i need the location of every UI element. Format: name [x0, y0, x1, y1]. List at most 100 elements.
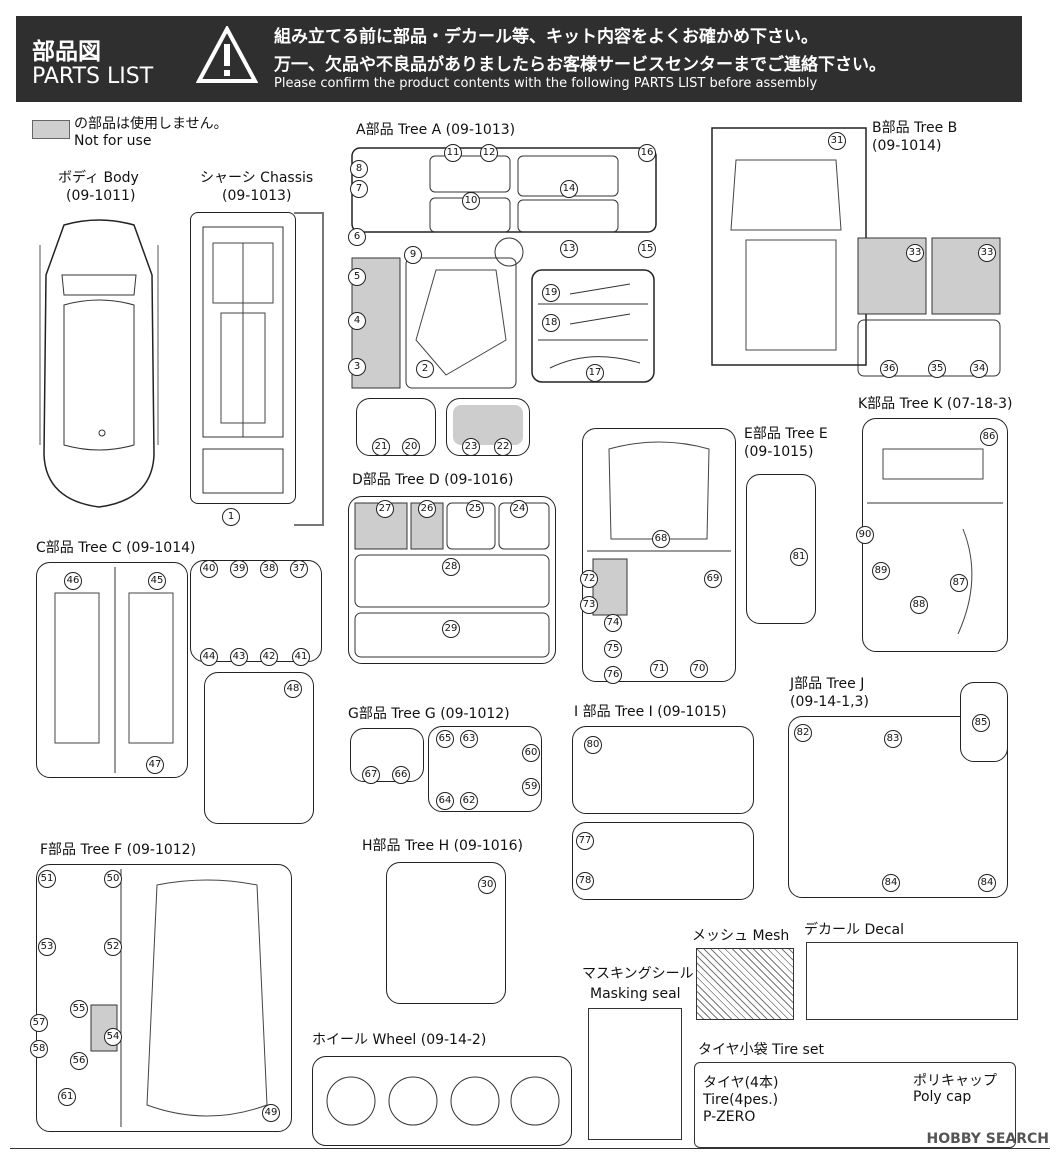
body-code: (09-1011): [66, 188, 136, 204]
part-number: 18: [542, 314, 560, 332]
treeI-sills: [572, 822, 754, 900]
part-number: 90: [856, 526, 874, 544]
part-number: 60: [522, 744, 540, 762]
part-number: 45: [148, 572, 166, 590]
part-number: 84: [978, 874, 996, 892]
part-number: 37: [290, 560, 308, 578]
title-jp: 部品図: [32, 39, 101, 65]
part-number: 70: [690, 660, 708, 678]
treeA-label: A部品 Tree A (09-1013): [356, 122, 516, 138]
watermark: HOBBY SEARCH: [926, 1131, 1049, 1147]
part-number: 12: [480, 144, 498, 162]
header-banner: 部品図 PARTS LIST 組み立てる前に部品・デカール等、キット内容をよくお…: [16, 16, 1022, 102]
part-number: 17: [586, 364, 604, 382]
part-number: 56: [70, 1052, 88, 1070]
cap-en: Poly cap: [913, 1089, 972, 1105]
part-number: 47: [146, 756, 164, 774]
part-number: 59: [522, 778, 540, 796]
part-number: 61: [58, 1088, 76, 1106]
part-number: 28: [442, 558, 460, 576]
notice-jp-1: 組み立てる前に部品・デカール等、キット内容をよくお確かめ下さい。: [274, 27, 818, 47]
tireset-label: タイヤ小袋 Tire set: [698, 1042, 824, 1058]
treeB-label: B部品 Tree B: [872, 120, 958, 136]
part-number: 88: [910, 596, 928, 614]
decal-label: デカール Decal: [804, 922, 905, 938]
part-number: 82: [794, 724, 812, 742]
part-number: 13: [560, 240, 578, 258]
treeE-label: E部品 Tree E: [744, 426, 828, 442]
wheel-frame: [312, 1056, 572, 1146]
part-number: 42: [260, 648, 278, 666]
part-number: 34: [970, 360, 988, 378]
part-number: 35: [928, 360, 946, 378]
chassis-label: シャーシ Chassis: [200, 170, 314, 186]
part-number: 76: [604, 666, 622, 684]
part-number: 30: [478, 876, 496, 894]
footer-divider: [10, 1148, 1050, 1160]
part-number: 50: [104, 870, 122, 888]
part-number: 80: [584, 736, 602, 754]
part-number: 49: [262, 1104, 280, 1122]
part-number: 15: [638, 240, 656, 258]
body-label: ボディ Body: [58, 170, 139, 186]
part-number: 10: [462, 192, 480, 210]
part-number: 52: [104, 938, 122, 956]
part-number: 86: [980, 428, 998, 446]
part-number: 75: [604, 640, 622, 658]
part-number: 25: [466, 500, 484, 518]
treeC-frame: [36, 562, 188, 778]
part-number: 84: [882, 874, 900, 892]
part-number: 74: [604, 614, 622, 632]
part-number: 9: [404, 246, 422, 264]
part-number: 57: [30, 1014, 48, 1032]
wheels-small-2: [446, 398, 530, 456]
part-number: 19: [542, 284, 560, 302]
part-number: 68: [652, 530, 670, 548]
masking-jp: マスキングシール: [582, 966, 694, 982]
treeJ-code: (09-14-1,3): [790, 694, 869, 710]
part-number: 29: [442, 620, 460, 638]
treeB-code: (09-1014): [872, 138, 942, 154]
tire-brand: P-ZERO: [703, 1109, 756, 1125]
part-number: 48: [284, 680, 302, 698]
part-number: 8: [350, 160, 368, 178]
treeI-label: I 部品 Tree I (09-1015): [574, 704, 727, 720]
part-number: 77: [576, 832, 594, 850]
part-number: 43: [230, 648, 248, 666]
warning-triangle-icon: [196, 26, 258, 84]
part-number: 51: [38, 870, 56, 888]
part-number: 83: [884, 730, 902, 748]
legend-swatch: [32, 120, 70, 139]
tire-en: Tire(4pes.): [703, 1092, 779, 1108]
treeK-label: K部品 Tree K (07-18-3): [858, 396, 1013, 412]
treeF-label: F部品 Tree F (09-1012): [40, 842, 197, 858]
part-number: 63: [460, 730, 478, 748]
part-number: 6: [348, 228, 366, 246]
tireset-frame: タイヤ(4本) Tire(4pes.) P-ZERO ポリキャップ Poly c…: [694, 1062, 1016, 1148]
treeD-frame: [348, 496, 556, 664]
part-number: 16: [638, 144, 656, 162]
legend-en: Not for use: [74, 133, 152, 149]
part-number: 53: [38, 938, 56, 956]
part-number: 40: [200, 560, 218, 578]
part-number: 26: [418, 500, 436, 518]
part-number: 2: [416, 360, 434, 378]
part-number: 24: [510, 500, 528, 518]
part-number: 3: [348, 358, 366, 376]
decal-sheet: [806, 942, 1018, 1020]
treeG-label: G部品 Tree G (09-1012): [348, 706, 510, 722]
title-en: PARTS LIST: [32, 64, 154, 89]
masking-en: Masking seal: [590, 986, 681, 1002]
legend-jp: の部品は使用しません。: [74, 116, 228, 132]
part-number: 11: [444, 144, 462, 162]
treeK-frame: [862, 418, 1008, 652]
tire-jp: タイヤ(4本): [703, 1075, 779, 1091]
part-number: 46: [64, 572, 82, 590]
part-number: 20: [402, 438, 420, 456]
part-number: 33: [978, 244, 996, 262]
part-number: 65: [436, 730, 454, 748]
part-number: 39: [230, 560, 248, 578]
part-number: 36: [880, 360, 898, 378]
part-number: 87: [950, 574, 968, 592]
part-number: 41: [292, 648, 310, 666]
